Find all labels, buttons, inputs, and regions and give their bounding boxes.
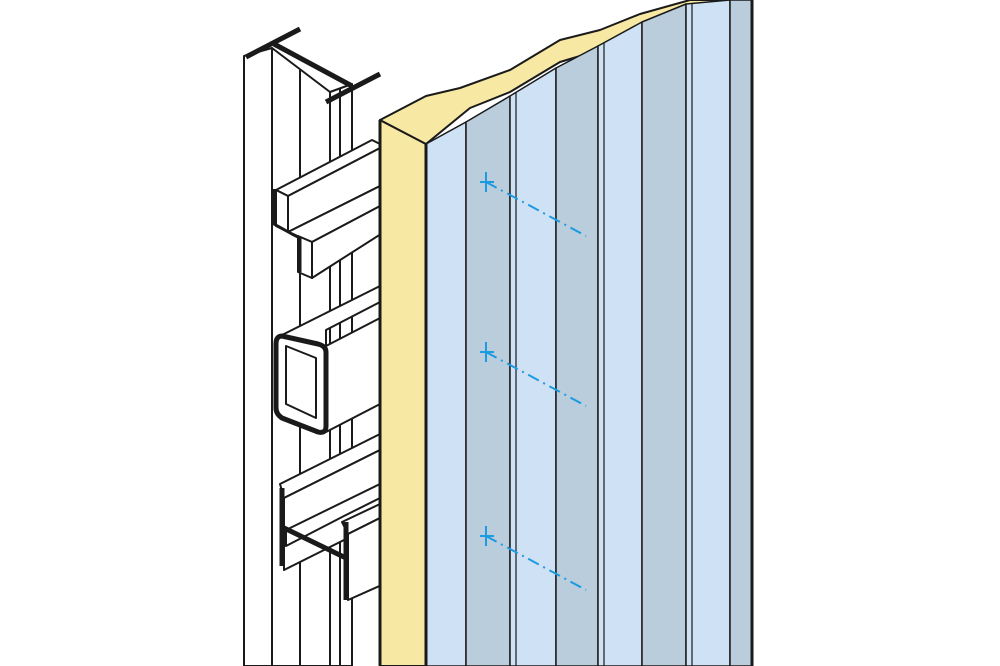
fixing-lower	[480, 526, 587, 591]
panel-rib-lines	[515, 3, 693, 666]
panel-face-rib-4	[729, 0, 753, 666]
panel-face-rib-2	[555, 45, 599, 666]
panel-core-edge	[379, 119, 427, 666]
column-back-flange	[243, 47, 273, 666]
column-top-profile	[244, 26, 382, 105]
panel-face-strip-3	[597, 21, 643, 666]
h-section-web	[285, 481, 385, 547]
z-purlin-end-profile	[272, 189, 302, 272]
fixing-upper	[480, 172, 587, 237]
panel-face-rib-1	[465, 95, 511, 666]
fixing-middle	[480, 342, 587, 407]
panel-face-strip-2	[509, 67, 557, 666]
panel-face-rib-3	[641, 3, 687, 666]
panel-face-strip-1	[425, 121, 467, 666]
panel-outlines	[378, 0, 754, 666]
rhs-end-inner	[285, 345, 317, 419]
panel-face-strip-4	[685, 0, 731, 666]
insulated-sandwich-panel	[378, 0, 754, 666]
panel-fixings	[480, 172, 587, 591]
h-section-end-profile	[279, 488, 349, 600]
